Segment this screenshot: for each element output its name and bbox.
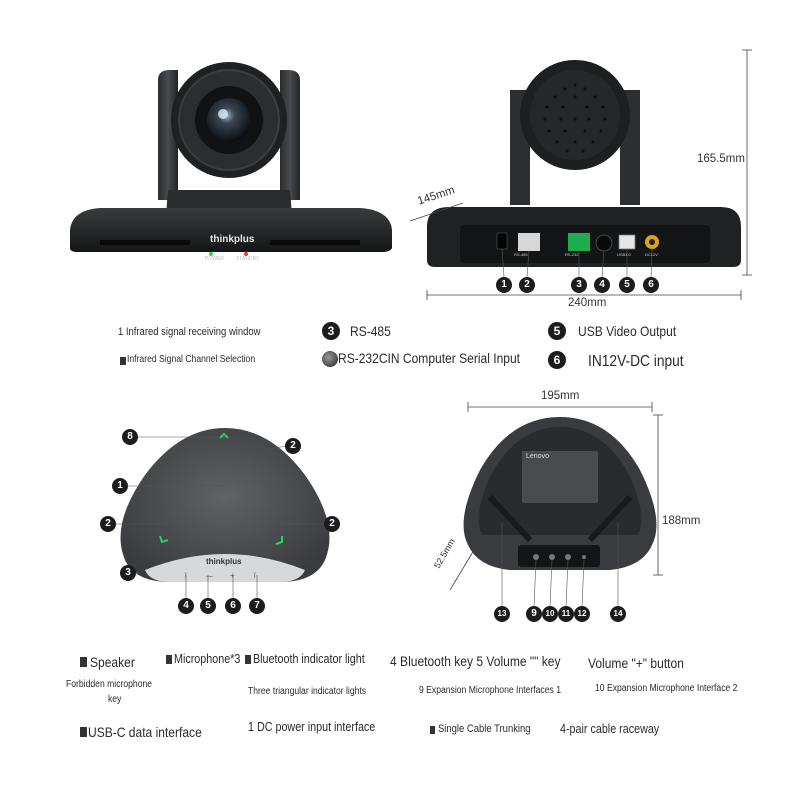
legend-number-5: 5 xyxy=(548,322,566,340)
callout-5: 5 xyxy=(619,277,635,293)
callout-2: 2 xyxy=(519,277,535,293)
port-label-rs232: RS-232 xyxy=(565,252,579,257)
camera-front-view: thinkplus POWER STANDBY xyxy=(60,60,400,280)
callout-8: 8 xyxy=(122,429,138,445)
speaker-legend-forbidden-line2: key xyxy=(108,694,122,705)
callout-2-right: 2 xyxy=(324,516,340,532)
callout-7-top: 7 xyxy=(249,598,265,614)
speaker-legend-forbidden-line1: Forbidden microphone xyxy=(66,679,153,690)
svg-text:ǐ: ǐ xyxy=(253,573,256,580)
standby-label: STANDBY xyxy=(236,256,260,262)
speaker-legend-vol-plus: Volume "+" button xyxy=(588,655,684,671)
callout-2-left: 2 xyxy=(100,516,116,532)
legend-number-3: 3 xyxy=(322,322,340,340)
speaker-height-dimension: 188mm xyxy=(662,515,701,527)
camera-height-dimension: 165.5mm xyxy=(697,153,745,165)
speaker-bottom-view: Lenovo 195mm 188mm 52.5mm 13 9 10 11 12 … xyxy=(430,385,730,625)
camera-back-illustration xyxy=(409,49,752,300)
callout-5-top: 5 xyxy=(200,598,216,614)
speaker-top-illustration: ǐ — + ǐ xyxy=(114,428,330,598)
port-label-dc: DC12V xyxy=(645,252,658,257)
missing-glyph-icon xyxy=(80,727,87,737)
legend-number-4-icon xyxy=(322,351,338,367)
callout-3-top: 3 xyxy=(120,565,136,581)
speaker-bottom-illustration xyxy=(449,402,663,608)
port-label-rs485: RS-485 xyxy=(514,252,528,257)
missing-glyph-icon xyxy=(430,726,435,734)
camera-legend-item-1: 1 Infrared signal receiving window xyxy=(118,326,261,338)
callout-1-top: 1 xyxy=(112,478,128,494)
callout-14: 14 xyxy=(610,606,626,622)
power-label: POWER xyxy=(205,256,224,262)
callout-1: 1 xyxy=(496,277,512,293)
callout-4-top: 4 xyxy=(178,598,194,614)
callout-4: 4 xyxy=(594,277,610,293)
speaker-width-dimension: 195mm xyxy=(541,390,580,402)
speaker-legend-exp2: 10 Expansion Microphone Interface 2 xyxy=(595,683,738,694)
port-label-usb: USB3.0 xyxy=(617,252,631,257)
camera-legend-item-5: USB Video Output xyxy=(578,323,677,339)
speaker-legend-dc: 1 DC power input interface xyxy=(248,720,376,734)
callout-10: 10 xyxy=(542,606,558,622)
speaker-legend-raceway: 4-pair cable raceway xyxy=(560,722,660,736)
missing-glyph-icon xyxy=(120,357,126,365)
speaker-legend-exp1: 9 Expansion Microphone Interfaces 1 xyxy=(419,685,561,696)
camera-back-view: RS-485 RS-232 USB3.0 DC12V 145mm 165.5mm… xyxy=(405,45,765,310)
speaker-top-view: ǐ — + ǐ thinkplus 8 2 1 2 2 3 4 5 6 7 xyxy=(100,420,350,620)
callout-11: 11 xyxy=(558,606,574,622)
speaker-bottom-brand: Lenovo xyxy=(526,453,549,460)
camera-front-illustration xyxy=(70,62,392,256)
speaker-brand-logo: thinkplus xyxy=(206,557,242,566)
speaker-holes xyxy=(543,83,607,153)
callout-6: 6 xyxy=(643,277,659,293)
svg-text:—: — xyxy=(206,573,213,580)
missing-glyph-icon xyxy=(166,655,172,664)
callout-12: 12 xyxy=(574,606,590,622)
camera-width-dimension: 240mm xyxy=(568,297,607,309)
legend-number-6: 6 xyxy=(548,351,566,369)
svg-text:+: + xyxy=(230,571,235,580)
missing-glyph-icon xyxy=(80,657,87,667)
callout-2-top: 2 xyxy=(285,438,301,454)
camera-legend-item-6: IN12V-DC input xyxy=(588,353,684,370)
svg-text:ǐ: ǐ xyxy=(184,573,187,580)
callout-9: 9 xyxy=(526,606,542,622)
speaker-legend-bt-key: 4 Bluetooth key 5 Volume "" key xyxy=(390,653,561,669)
camera-brand-logo: thinkplus xyxy=(210,234,255,245)
missing-glyph-icon xyxy=(245,655,251,664)
callout-3: 3 xyxy=(571,277,587,293)
callout-6-top: 6 xyxy=(225,598,241,614)
camera-legend-item-3: RS-485 xyxy=(350,323,391,339)
callout-13: 13 xyxy=(494,606,510,622)
speaker-legend-triangle: Three triangular indicator lights xyxy=(248,686,367,697)
